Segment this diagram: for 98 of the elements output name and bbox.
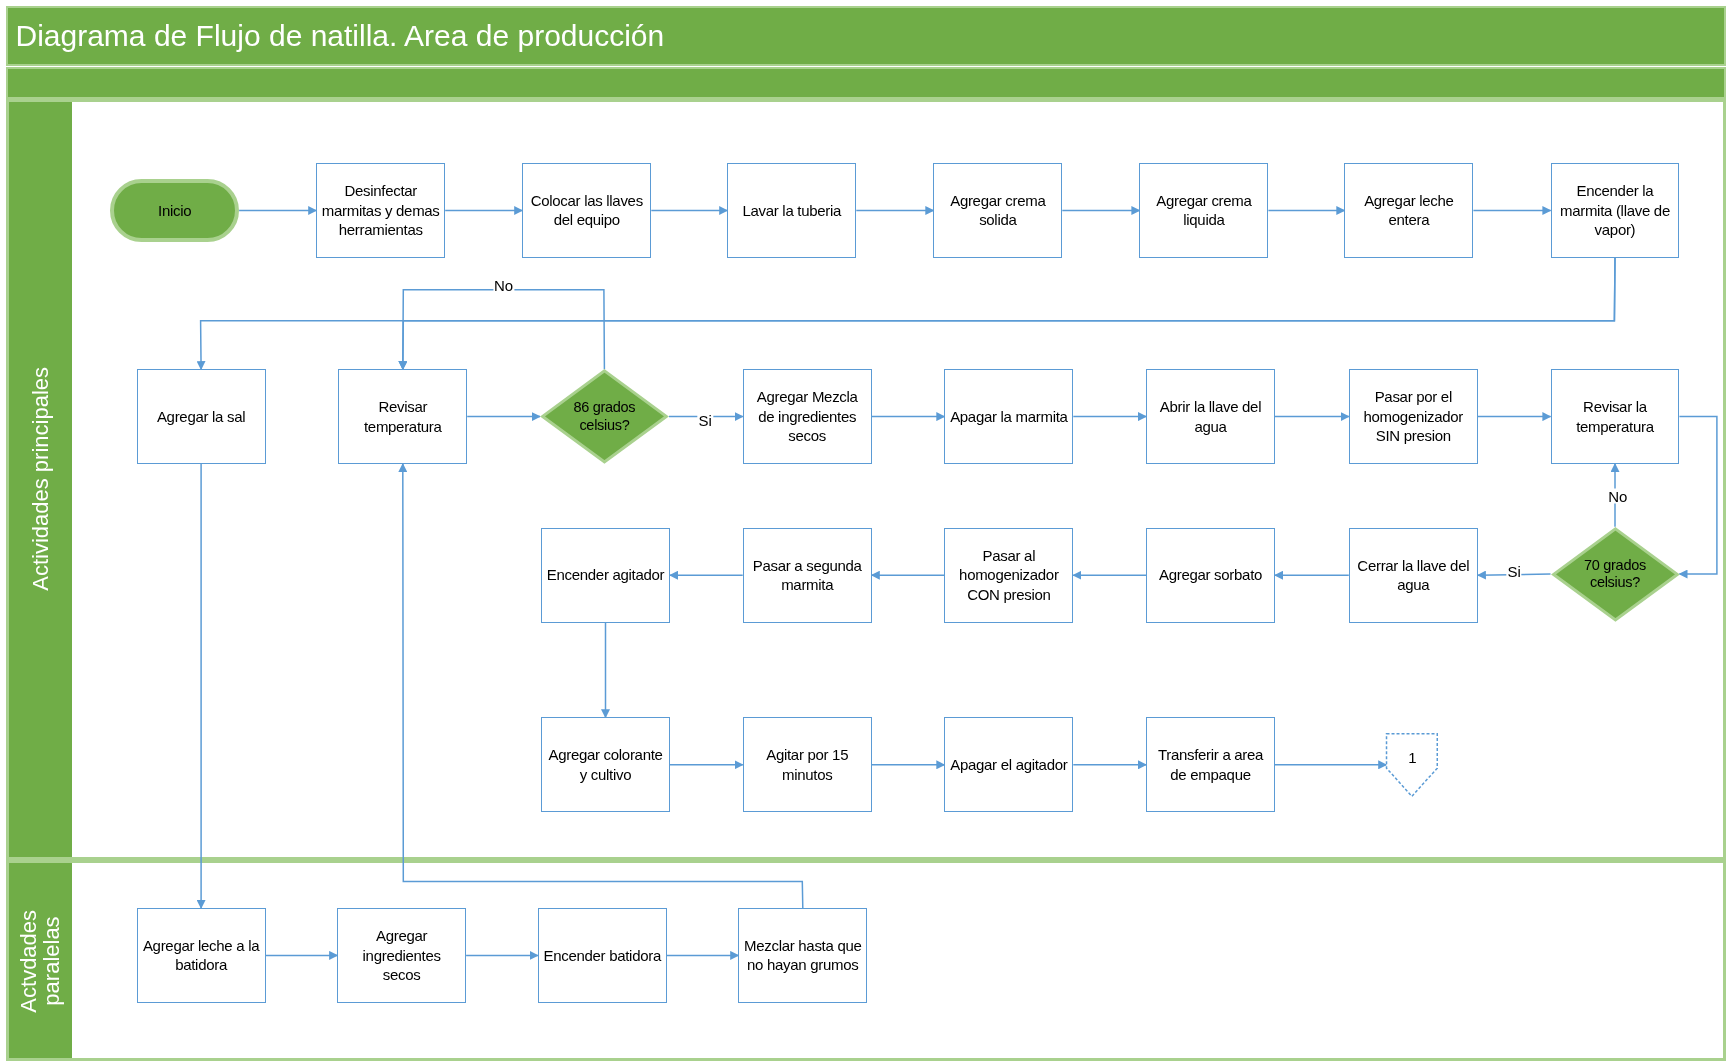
off-page-connector	[1386, 732, 1439, 797]
arrow	[196, 463, 206, 909]
process-box	[1550, 163, 1680, 258]
process-box	[1146, 717, 1275, 813]
arrow	[465, 950, 539, 960]
process-box	[742, 717, 872, 813]
node-text: 86 grados celsius?	[572, 399, 637, 434]
arrow	[870, 412, 946, 422]
node-text: 1	[1407, 748, 1418, 768]
process-box	[944, 369, 1074, 464]
process-box	[738, 908, 868, 1003]
process-box	[1348, 369, 1478, 464]
arrow	[1472, 206, 1552, 215]
process-box	[944, 717, 1074, 813]
node-text: Agregar crema solida	[949, 190, 1047, 230]
node-text: Agregar leche entera	[1363, 190, 1455, 230]
arrow	[650, 206, 729, 215]
node-text: Encender batidora	[542, 945, 663, 966]
process-box	[316, 163, 446, 258]
node-text: Agregar Mezcla de ingredientes secos	[755, 387, 859, 446]
arrow	[1072, 570, 1147, 580]
process-box	[541, 527, 670, 623]
node-text: Pasar por el homogenizador SIN presion	[1362, 387, 1465, 446]
arrow	[398, 289, 606, 371]
process-box	[933, 163, 1063, 258]
process-box	[1348, 527, 1478, 623]
process-box	[1146, 369, 1275, 464]
node-text: Revisar temperatura	[362, 397, 443, 437]
node-text: Encender la marmita (llave de vapor)	[1559, 181, 1671, 240]
arrow	[1274, 760, 1388, 770]
node-text: Apagar la marmita	[949, 406, 1069, 427]
arrow	[264, 950, 339, 960]
node-text: Agitar por 15 minutos	[765, 745, 850, 785]
node-text: Cerrar la llave del agua	[1356, 555, 1471, 595]
arrow	[398, 463, 804, 909]
arrow	[1678, 415, 1718, 579]
arrow	[1061, 206, 1141, 215]
node-text: Pasar al homogenizador CON presion	[958, 545, 1060, 605]
arrow	[1274, 412, 1350, 422]
arrow	[870, 760, 946, 770]
arrow	[238, 206, 318, 215]
node-text: Agregar sorbato	[1158, 565, 1264, 585]
process-box	[742, 527, 872, 623]
node-text: Abrir la llave del agua	[1158, 397, 1263, 437]
process-box	[338, 369, 468, 464]
process-box	[522, 163, 652, 258]
process-box	[1344, 163, 1474, 258]
process-box	[537, 908, 667, 1003]
arrow	[669, 570, 744, 580]
arrow	[855, 206, 935, 215]
node-text: Transferir a area de empaque	[1156, 745, 1265, 785]
process-box	[742, 369, 872, 464]
process-box	[727, 163, 857, 258]
node-text: Mezclar hasta que no hayan grumos	[743, 935, 863, 975]
node-text: Pasar a segunda marmita	[751, 555, 863, 595]
edge-label: Si	[1506, 563, 1522, 579]
process-box	[1550, 369, 1680, 464]
arrow	[444, 206, 524, 215]
arrow	[1477, 412, 1552, 422]
arrow	[870, 570, 946, 580]
node-text: Inicio	[157, 200, 193, 221]
title-text: Diagrama de Flujo de natilla. Area de producción	[14, 18, 665, 53]
edge-label: Si	[697, 412, 713, 428]
node-text: Colocar las llaves del equipo	[529, 190, 644, 230]
node-text: Agregar la sal	[155, 406, 247, 427]
node-text: Agregar crema liquida	[1155, 190, 1253, 230]
process-box	[541, 717, 670, 813]
lane-label: Actividades principales	[28, 367, 52, 592]
decision-diamond	[1550, 526, 1680, 622]
arrow	[669, 760, 744, 770]
arrow	[665, 950, 740, 960]
node-text: Lavar la tuberia	[741, 200, 843, 221]
node-text: Desinfectar marmitas y demas herramientas	[320, 181, 441, 240]
process-box	[1139, 163, 1269, 258]
lane-label: Actvdades paralelas	[17, 908, 64, 1015]
swimlane	[5, 859, 1726, 1061]
arrow	[1072, 760, 1147, 770]
arrow	[601, 621, 610, 719]
node-text: Encender agitador	[545, 565, 666, 585]
process-box	[944, 527, 1074, 623]
process-box	[1146, 527, 1275, 623]
node-text: Agregar colorante y cultivo	[547, 745, 664, 785]
arrow	[1274, 570, 1350, 580]
node-text: Revisar la temperatura	[1575, 397, 1655, 437]
swimlane	[5, 99, 1726, 860]
process-box	[136, 908, 266, 1003]
arrow	[1267, 206, 1346, 215]
arrow	[1072, 412, 1147, 422]
process-box	[337, 908, 467, 1003]
process-box	[136, 369, 266, 464]
node-text: Agregar ingredientes secos	[361, 926, 442, 985]
arrow	[1610, 463, 1620, 528]
node-text: Apagar el agitador	[949, 755, 1069, 775]
arrow	[466, 412, 541, 422]
node-text: 70 grados celsius?	[1583, 556, 1647, 592]
node-text: Agregar leche a la batidora	[141, 935, 261, 975]
edge-label: No	[1607, 488, 1629, 504]
decision-diamond	[539, 369, 669, 464]
